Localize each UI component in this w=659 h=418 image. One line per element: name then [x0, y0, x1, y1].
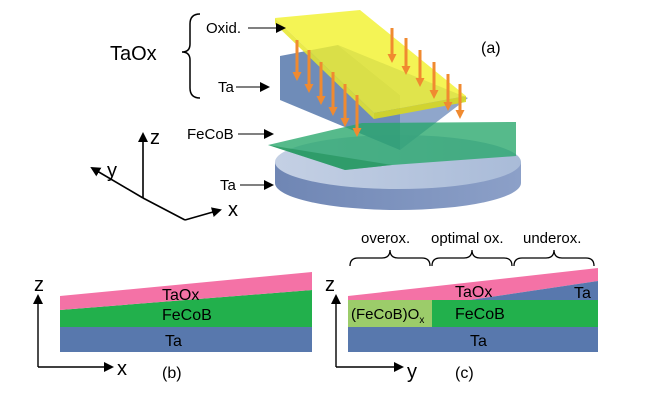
taox-layer-c [348, 268, 598, 300]
overox-label: overox. [361, 230, 410, 247]
ta-label-c: Ta [470, 333, 487, 350]
oxid-label: Oxid. [206, 20, 241, 37]
fecobo-layer-c [348, 300, 432, 327]
axis-z-label: z [150, 127, 160, 149]
taox-label-b: TaOx [162, 287, 199, 304]
underox-label: underox. [523, 230, 581, 247]
fecob-label-c: FeCoB [455, 306, 505, 323]
optimal-brace [431, 249, 513, 267]
fecob-layer [268, 122, 516, 170]
oxid-layer [275, 10, 466, 119]
fecob-label: FeCoB [187, 126, 234, 143]
axis-z-label-b: z [34, 274, 44, 296]
taox-stack-label: TaOx [110, 43, 157, 65]
panel-a: TaOx Oxid. Ta FeCoB Ta (a) z y x [90, 10, 521, 221]
ta-upper-label: Ta [218, 79, 235, 96]
axes-b [33, 294, 114, 372]
ta-layer-c [348, 327, 598, 352]
fecobo-label-c: (FeCoB)Ox [351, 306, 424, 326]
ta-right-label-c: Ta [574, 285, 591, 302]
axis-y-arrow [90, 166, 144, 199]
ta-label-b: Ta [165, 333, 182, 350]
axis-x-stub [142, 197, 186, 221]
axes-3d [90, 132, 222, 221]
axis-y-label: y [107, 160, 117, 182]
oxidation-arrows [292, 28, 465, 137]
panel-a-tag: (a) [481, 40, 501, 57]
axis-x-label: x [228, 199, 238, 221]
panel-b-tag: (b) [162, 365, 182, 382]
taox-brace [181, 13, 201, 99]
fecob-layer-b [60, 290, 312, 327]
axis-y-label-c: y [407, 361, 417, 383]
panel-c: overox. optimal ox. underox. TaOx Ta (Fe… [325, 230, 598, 383]
ta-lower-label: Ta [220, 177, 237, 194]
oxidation-braces [349, 249, 595, 267]
taox-label-c: TaOx [455, 284, 492, 301]
underox-brace [513, 249, 595, 267]
axis-z-label-c: z [325, 274, 335, 296]
ta-residual-layer-c [470, 281, 598, 300]
optimal-label: optimal ox. [431, 230, 504, 247]
fecob-label-b: FeCoB [162, 307, 212, 324]
axes-c [331, 294, 404, 372]
panel-c-tag: (c) [455, 365, 474, 382]
overox-brace [349, 249, 431, 267]
ta-layer-b [60, 327, 312, 352]
panel-b: TaOx FeCoB Ta (b) z x [33, 272, 312, 382]
axis-x-arrow [184, 207, 222, 221]
taox-layer-b [60, 272, 312, 310]
leader-arrows [236, 23, 286, 190]
axis-x-label-b: x [117, 358, 127, 380]
